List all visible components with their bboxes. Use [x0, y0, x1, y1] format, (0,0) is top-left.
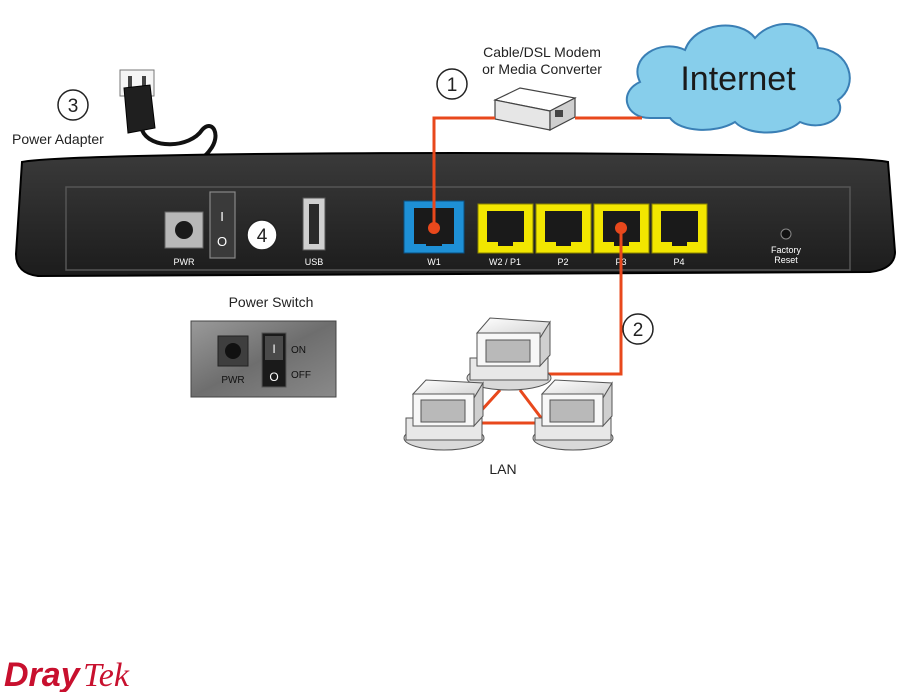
lan-computer-top — [467, 318, 551, 390]
factory-reset-label-line2: Reset — [774, 255, 798, 265]
power-switch-detail: PWR I O ON OFF — [191, 321, 336, 397]
power-switch-detail-off-glyph: O — [269, 370, 278, 384]
usb-port-label: USB — [305, 257, 324, 267]
callout-1: 1 — [437, 69, 467, 99]
internet-label: Internet — [680, 60, 796, 98]
pwr-port-label: PWR — [174, 257, 195, 267]
p4-port-label: P4 — [673, 257, 684, 267]
lan-computer-right — [533, 380, 613, 450]
power-adapter-label: Power Adapter — [12, 131, 104, 147]
power-switch-on-glyph: I — [220, 209, 224, 224]
callout-3: 3 — [58, 90, 88, 120]
internet-cloud: Internet — [627, 24, 850, 132]
logo-text-bold: Dray — [4, 656, 82, 692]
lan-label: LAN — [489, 461, 516, 477]
modem-port — [555, 110, 563, 117]
power-switch-detail-pwr-label: PWR — [221, 375, 244, 386]
lan-computer-left — [404, 380, 484, 450]
p2-port-label: P2 — [557, 257, 568, 267]
power-switch-off-glyph: O — [217, 234, 227, 249]
factory-reset-button[interactable] — [781, 229, 791, 239]
callout-4: 4 — [247, 220, 277, 250]
pwr-jack-hole — [175, 221, 193, 239]
power-switch-detail-off-label: OFF — [291, 370, 311, 381]
callout-1-number: 1 — [447, 75, 458, 96]
adapter-body — [124, 85, 155, 133]
w2p1-port-label: W2 / P1 — [489, 257, 521, 267]
callout-4-number: 4 — [257, 226, 268, 247]
router-back-panel: PWR I O USB W1 W2 / P1 P2 P3 P4 — [16, 153, 895, 276]
factory-reset-label-line1: Factory — [771, 245, 802, 255]
w1-port-label: W1 — [427, 257, 441, 267]
power-switch-detail-on-label: ON — [291, 345, 306, 356]
power-switch-detail-on-glyph: I — [272, 342, 275, 356]
callout-3-number: 3 — [68, 96, 79, 117]
draytek-logo: Dray Tek — [4, 656, 130, 692]
callout-2-number: 2 — [633, 320, 644, 341]
callout-2: 2 — [623, 314, 653, 344]
logo-text-italic: Tek — [83, 657, 130, 692]
modem-label-line1: Cable/DSL Modem — [483, 44, 601, 60]
modem-label-line2: or Media Converter — [482, 61, 602, 77]
power-switch-detail-title: Power Switch — [229, 294, 314, 310]
